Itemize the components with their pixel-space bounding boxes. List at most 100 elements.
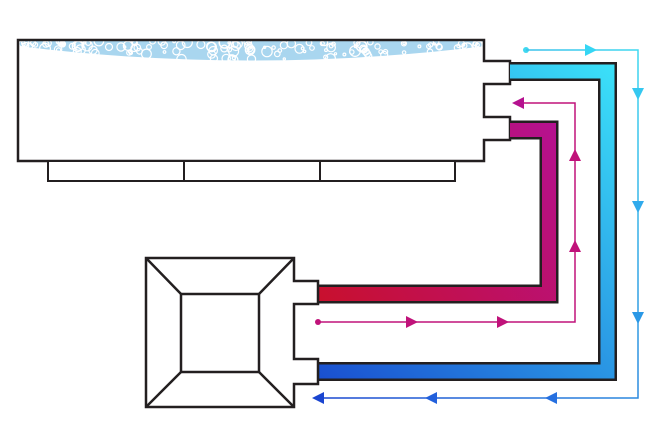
bubble [218, 41, 231, 49]
bubble [221, 53, 231, 64]
bubble [116, 42, 126, 52]
bubble [220, 44, 229, 53]
bubble [209, 54, 219, 63]
bubble [206, 41, 218, 53]
bubble [57, 41, 65, 47]
bubble [131, 41, 138, 47]
bubble [53, 45, 63, 54]
arrow-up-icon [569, 240, 581, 252]
bubble [432, 42, 436, 46]
cold-flow-direction-line [312, 44, 644, 404]
bubble [333, 52, 338, 56]
bubble [319, 41, 325, 47]
bubble [244, 44, 256, 56]
bubble [81, 41, 93, 52]
bubble [271, 45, 276, 50]
bubble [326, 42, 337, 53]
bubble [417, 44, 422, 49]
bubble [400, 41, 407, 47]
bubble [353, 44, 358, 49]
bubble [342, 52, 347, 57]
bubble [279, 41, 289, 50]
bubble [401, 50, 407, 55]
bubble [122, 45, 127, 49]
bubble [162, 50, 167, 54]
arrow-down-icon [632, 88, 644, 100]
bubble [282, 57, 286, 61]
bubble [456, 43, 461, 49]
bubble [90, 48, 100, 58]
bubble [44, 41, 52, 47]
bubble [302, 49, 307, 54]
bubble [305, 41, 313, 47]
cold-refrigerant-pipe [318, 62, 617, 381]
bubble [461, 42, 468, 49]
bubble [378, 49, 384, 55]
indoor-unit [16, 38, 512, 182]
bubble [380, 50, 389, 60]
bubble [402, 41, 406, 46]
bubble [104, 42, 114, 52]
bubble [176, 53, 187, 65]
hot-flow-direction-line [315, 97, 581, 328]
bubble [172, 41, 176, 44]
bubble [175, 41, 186, 51]
bubble [136, 47, 144, 55]
bubble [160, 41, 169, 50]
bubble [61, 42, 66, 47]
bubble [300, 46, 305, 51]
bubble [196, 41, 206, 50]
bubble [309, 45, 315, 51]
indoor-unit-body [16, 38, 512, 163]
arrow-up-icon [569, 149, 581, 161]
bubble [85, 41, 92, 46]
bubble [374, 43, 381, 50]
bubble [72, 46, 82, 57]
arrow-down-icon [632, 312, 644, 324]
bubble [246, 54, 257, 64]
bubble [32, 41, 39, 48]
bubble [475, 42, 480, 48]
bubble [149, 41, 157, 45]
bubble [436, 43, 443, 51]
bubble [427, 42, 434, 48]
bubble [26, 42, 34, 50]
arrow-right-icon [585, 44, 597, 56]
bubble [247, 46, 253, 53]
bubble [231, 56, 236, 61]
bubble [366, 41, 374, 46]
bubble [273, 50, 281, 58]
arrow-left-icon [312, 392, 324, 404]
bubble [126, 49, 133, 56]
outdoor-fan-panel [179, 292, 261, 374]
bubble [71, 42, 76, 47]
bubble [325, 53, 337, 65]
bubble [432, 41, 440, 46]
bubble [246, 45, 255, 55]
bubble [474, 41, 484, 51]
arrow-left-icon [425, 392, 437, 404]
bubble [42, 41, 50, 48]
bubble [172, 47, 181, 56]
bubble [359, 45, 368, 54]
indoor-vent-panel [47, 160, 456, 182]
bubble [146, 43, 153, 50]
arrow-right-icon [406, 316, 418, 328]
arrow-down-icon [632, 201, 644, 213]
arrow-right-icon [497, 316, 509, 328]
bubble [227, 54, 239, 66]
bubble [181, 41, 193, 49]
bubble [157, 41, 167, 46]
bubble [21, 42, 26, 47]
bubble [261, 45, 273, 58]
arrow-left-icon [545, 392, 557, 404]
bubble [330, 41, 336, 47]
bubble [426, 48, 434, 56]
air-bubbles-band [19, 41, 484, 66]
outdoor-unit [144, 256, 320, 409]
bubble [230, 41, 241, 52]
hot-refrigerant-pipe [318, 120, 559, 304]
bubble [365, 52, 373, 60]
arrow-left-icon [512, 97, 524, 109]
